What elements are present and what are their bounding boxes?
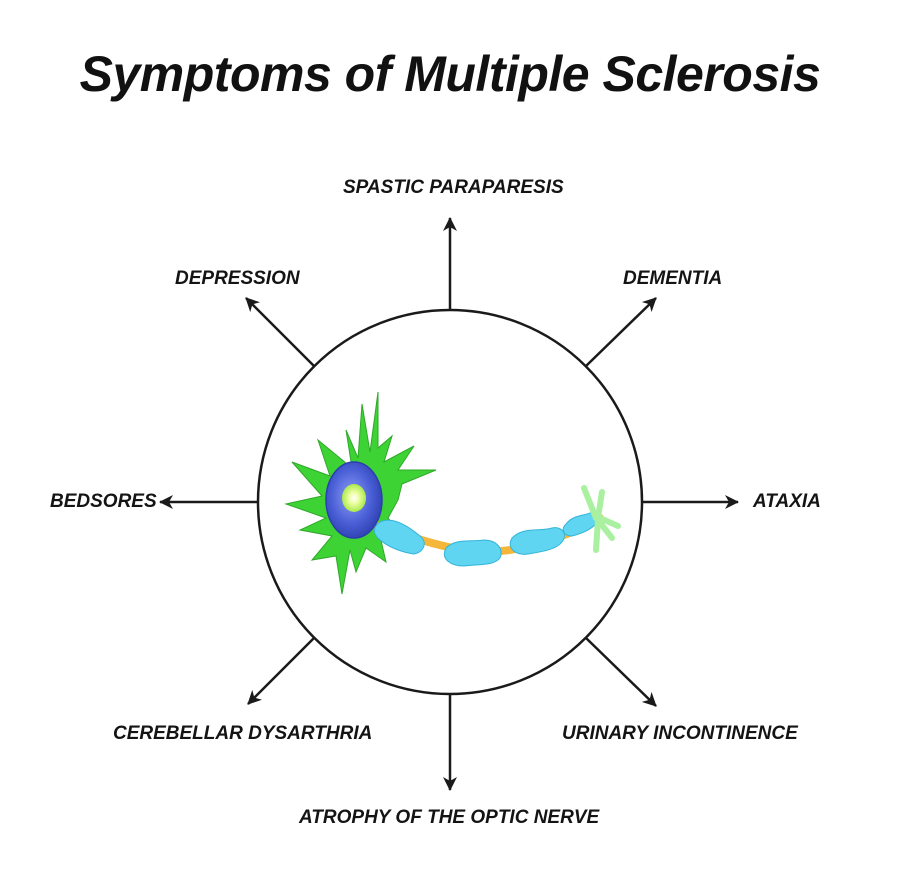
arrow-bottom-right xyxy=(585,637,657,707)
arrow-top-left xyxy=(245,297,315,367)
label-urinary-incontinence: URINARY INCONTINENCE xyxy=(562,723,798,744)
arrow-top-right xyxy=(585,297,657,367)
neuron-icon xyxy=(284,391,621,595)
label-atrophy-optic-nerve: ATROPHY OF THE OPTIC NERVE xyxy=(299,807,600,828)
axon-terminal xyxy=(581,485,621,553)
page-title: Symptoms of Multiple Sclerosis xyxy=(79,46,821,102)
label-cerebellar-dysarthria: CEREBELLAR DYSARTHRIA xyxy=(113,723,373,744)
myelin-sheath xyxy=(373,511,600,567)
arrow-bottom-left xyxy=(247,637,315,705)
label-spastic-paraparesis: SPASTIC PARAPARESIS xyxy=(343,177,564,198)
label-depression: DEPRESSION xyxy=(175,268,300,289)
label-bedsores: BEDSORES xyxy=(50,491,157,512)
label-dementia: DEMENTIA xyxy=(623,268,723,289)
label-ataxia: ATAXIA xyxy=(753,491,821,512)
nucleus xyxy=(342,484,366,512)
